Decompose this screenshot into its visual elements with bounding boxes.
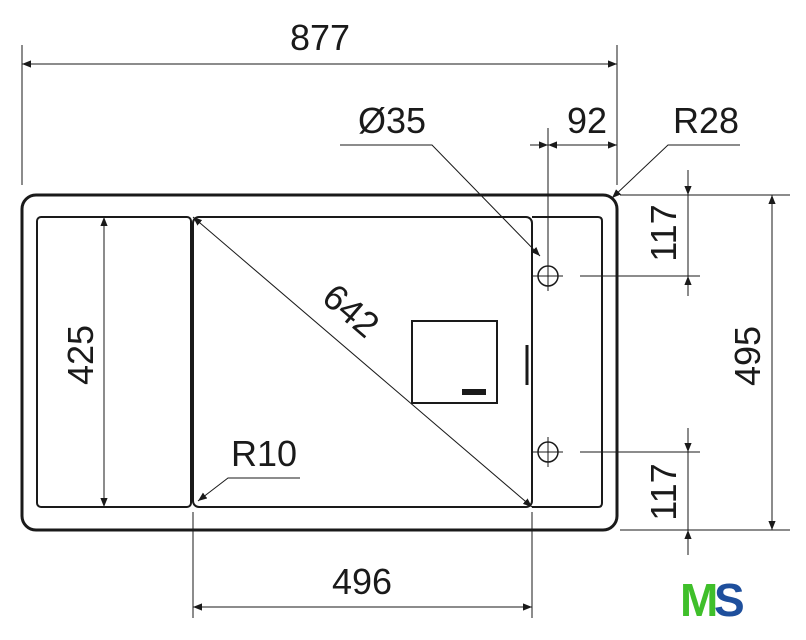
tap-hole-bottom <box>533 437 563 467</box>
dimension-overall-height <box>620 194 790 531</box>
hole-top-offset-label: 117 <box>643 204 684 261</box>
dimension-bowl-width <box>192 512 533 618</box>
hole-diameter-label: Ø35 <box>358 100 426 141</box>
overall-height-label: 495 <box>727 326 768 386</box>
sink-outer-outline <box>20 193 619 532</box>
dimension-corner-radius <box>611 144 740 199</box>
hole-offset-label: 92 <box>567 100 607 141</box>
dimension-hole-bottom-offset <box>580 428 700 555</box>
dimension-overall-width <box>21 45 618 185</box>
tap-hole-top <box>533 261 563 291</box>
dimension-hole-diameter <box>340 144 541 257</box>
logo-letter-m: M <box>680 574 718 626</box>
ms-logo: M S <box>680 574 745 626</box>
dimension-hole-offset <box>530 128 617 262</box>
corner-radius-label: R28 <box>673 100 739 141</box>
bowl-width-label: 496 <box>332 561 392 602</box>
bowl-diagonal-label: 642 <box>315 275 387 345</box>
bowl-height-label: 425 <box>60 325 101 385</box>
dimension-inner-radius <box>197 477 300 502</box>
dimension-bowl-diagonal <box>192 216 533 508</box>
logo-letter-s: S <box>714 574 745 626</box>
overall-width-label: 877 <box>290 17 350 58</box>
inner-radius-label: R10 <box>231 433 297 474</box>
drain-slot <box>462 389 486 395</box>
drainboard-outline <box>36 216 192 508</box>
right-ledge-outline <box>532 216 603 508</box>
dimension-hole-top-offset <box>580 170 700 296</box>
hole-bottom-offset-label: 117 <box>643 463 684 520</box>
